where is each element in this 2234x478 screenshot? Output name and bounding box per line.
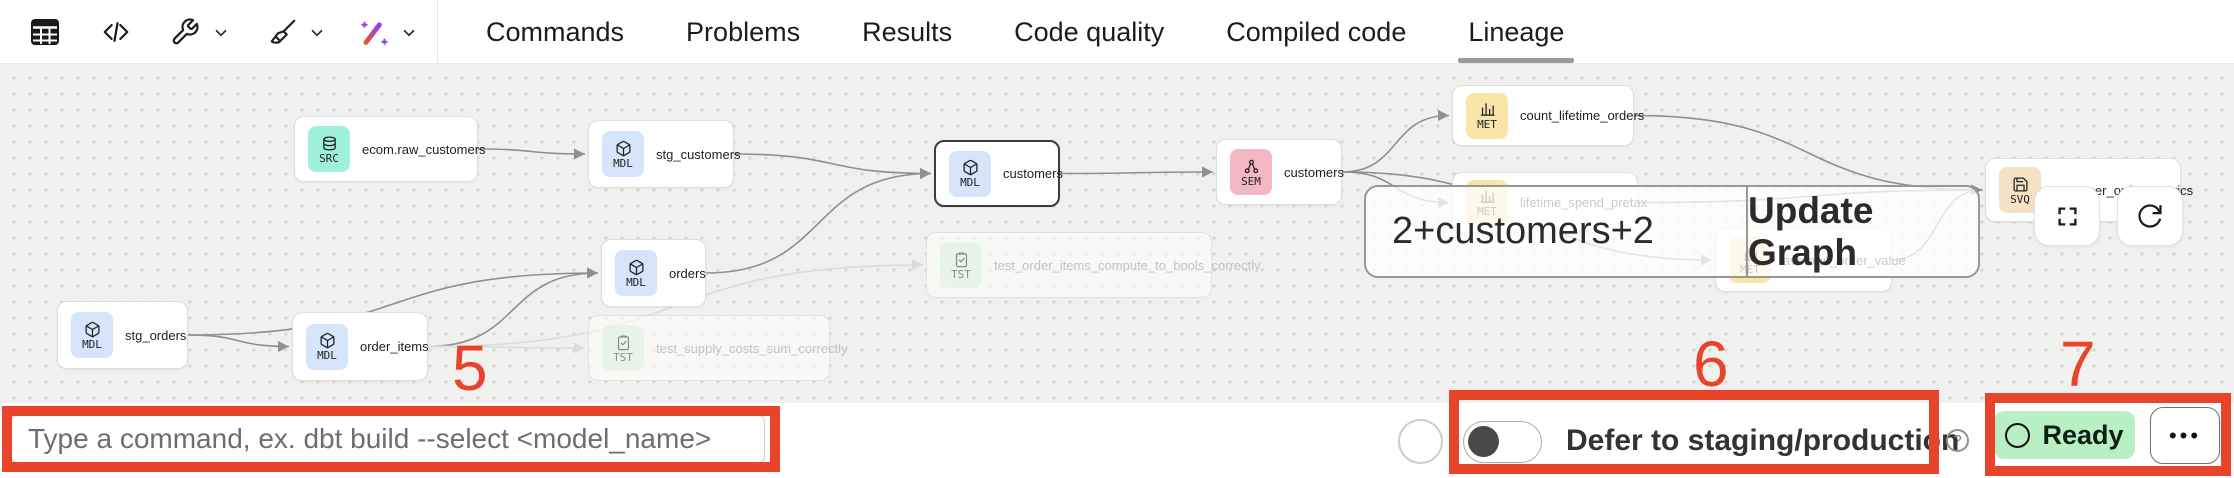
tab-compiled-code[interactable]: Compiled code	[1226, 16, 1407, 47]
selector-input[interactable]: 2+customers+2	[1366, 187, 1748, 276]
src-badge: SRC	[308, 126, 350, 172]
lineage-node-orders[interactable]: MDL orders	[601, 239, 706, 307]
src-icon	[322, 135, 336, 151]
fit-view-icon	[2057, 206, 2077, 226]
refresh-button[interactable]	[2117, 186, 2183, 246]
tab-commands[interactable]: Commands	[486, 16, 625, 47]
lineage-canvas[interactable]: SRC ecom.raw_customers MDL stg_customers…	[0, 64, 2234, 403]
chevron-down-icon[interactable]	[308, 24, 326, 42]
update-graph-button[interactable]: Update Graph	[1748, 189, 1874, 273]
toolbar-divider	[437, 0, 438, 64]
node-label: ecom.raw_customers	[362, 141, 486, 157]
lineage-node-raw_customers[interactable]: SRC ecom.raw_customers	[294, 116, 486, 182]
bottom-bar: Defer to staging/production ? Ready •••	[0, 403, 2234, 478]
mdl-badge: MDL	[71, 312, 113, 358]
mdl-icon	[628, 259, 644, 275]
node-label: test_order_items_compute_to_bools_correc…	[994, 257, 1261, 273]
mdl-badge: MDL	[615, 250, 657, 296]
svq-icon	[2012, 176, 2028, 192]
tst-icon	[955, 251, 967, 267]
mdl-icon	[615, 140, 631, 156]
status-badge[interactable]: Ready	[1994, 411, 2135, 459]
tab-code-quality[interactable]: Code quality	[1014, 16, 1165, 47]
node-label: count_lifetime_orders	[1520, 108, 1645, 123]
panel-tabs: Commands Problems Results Code quality Compi…	[486, 0, 1575, 64]
met-icon	[1480, 103, 1495, 116]
lineage-node-count_lifetime_orders[interactable]: MET count_lifetime_orders	[1452, 85, 1644, 146]
met-badge: MET	[1466, 92, 1508, 139]
tst-icon	[617, 334, 629, 350]
refresh-icon	[2138, 204, 2162, 228]
node-label: order_items	[360, 339, 429, 354]
edge-order_items-to-test_supply	[427, 342, 586, 354]
model-selector-overlay: 2+customers+2 Update Graph	[1364, 185, 1980, 278]
lineage-node-stg_orders[interactable]: MDL stg_orders	[57, 301, 188, 369]
edge-order_items-to-orders	[427, 267, 599, 348]
mdl-badge: MDL	[949, 150, 991, 197]
lineage-node-test_supply[interactable]: TST test_supply_costs_sum_correctly	[588, 315, 847, 381]
toggle-knob	[1468, 426, 1499, 457]
mdl-icon	[962, 159, 978, 176]
mdl-badge: MDL	[306, 323, 348, 370]
node-label: stg_customers	[656, 146, 741, 162]
command-input[interactable]	[11, 415, 765, 463]
edge-customers_sem-to-count_lifetime_orders	[1341, 109, 1450, 173]
fit-view-button[interactable]	[2034, 186, 2100, 246]
tst-badge: TST	[940, 242, 982, 288]
edge-orders-to-customers	[705, 167, 932, 274]
chevron-down-icon[interactable]	[400, 24, 418, 42]
code-icon[interactable]	[101, 17, 131, 47]
node-label: customers	[1284, 164, 1344, 180]
wrench-icon[interactable]	[170, 17, 200, 47]
tab-lineage[interactable]: Lineage	[1458, 0, 1575, 64]
node-label: stg_orders	[125, 327, 187, 343]
svq-badge: SVQ	[1999, 167, 2041, 213]
broom-icon[interactable]	[268, 17, 298, 47]
sem-badge: SEM	[1230, 149, 1272, 195]
circle-indicator-icon	[1398, 419, 1443, 464]
mdl-badge: MDL	[602, 131, 644, 177]
more-options-button[interactable]: •••	[2150, 407, 2220, 464]
edge-stg_orders-to-order_items	[187, 334, 290, 353]
lineage-node-customers[interactable]: MDL customers	[934, 140, 1063, 207]
top-toolbar: Commands Problems Results Code quality Compi…	[0, 0, 2234, 64]
table-icon[interactable]	[30, 17, 60, 47]
node-label: customers	[1003, 166, 1063, 181]
node-label: orders	[669, 265, 706, 281]
node-label: test_supply_costs_sum_correctly	[656, 340, 848, 356]
edge-customers-to-customers_sem	[1059, 166, 1214, 178]
circle-outline-icon	[2005, 422, 2031, 448]
lineage-node-stg_customers[interactable]: MDL stg_customers	[588, 120, 741, 188]
mdl-icon	[319, 332, 335, 349]
tab-results[interactable]: Results	[862, 16, 953, 47]
tab-problems[interactable]: Problems	[686, 16, 801, 47]
mdl-icon	[84, 321, 100, 337]
defer-toggle[interactable]	[1463, 421, 1542, 463]
sem-icon	[1244, 159, 1258, 173]
edge-stg_customers-to-customers	[733, 153, 932, 180]
question-mark-icon[interactable]: ?	[1946, 429, 1969, 452]
lineage-node-customers_sem[interactable]: SEM customers	[1216, 139, 1344, 205]
lineage-node-order_items[interactable]: MDL order_items	[292, 312, 429, 381]
defer-toggle-label: Defer to staging/production	[1566, 423, 1960, 457]
chevron-down-icon[interactable]	[212, 24, 230, 42]
edge-count_lifetime_orders-to-customer_order_metrics	[1633, 114, 1983, 196]
magic-wand-icon[interactable]	[356, 17, 390, 51]
status-label: Ready	[2042, 419, 2124, 450]
lineage-node-test_order_items[interactable]: TST test_order_items_compute_to_bools_co…	[926, 232, 1261, 298]
tst-badge: TST	[602, 325, 644, 371]
